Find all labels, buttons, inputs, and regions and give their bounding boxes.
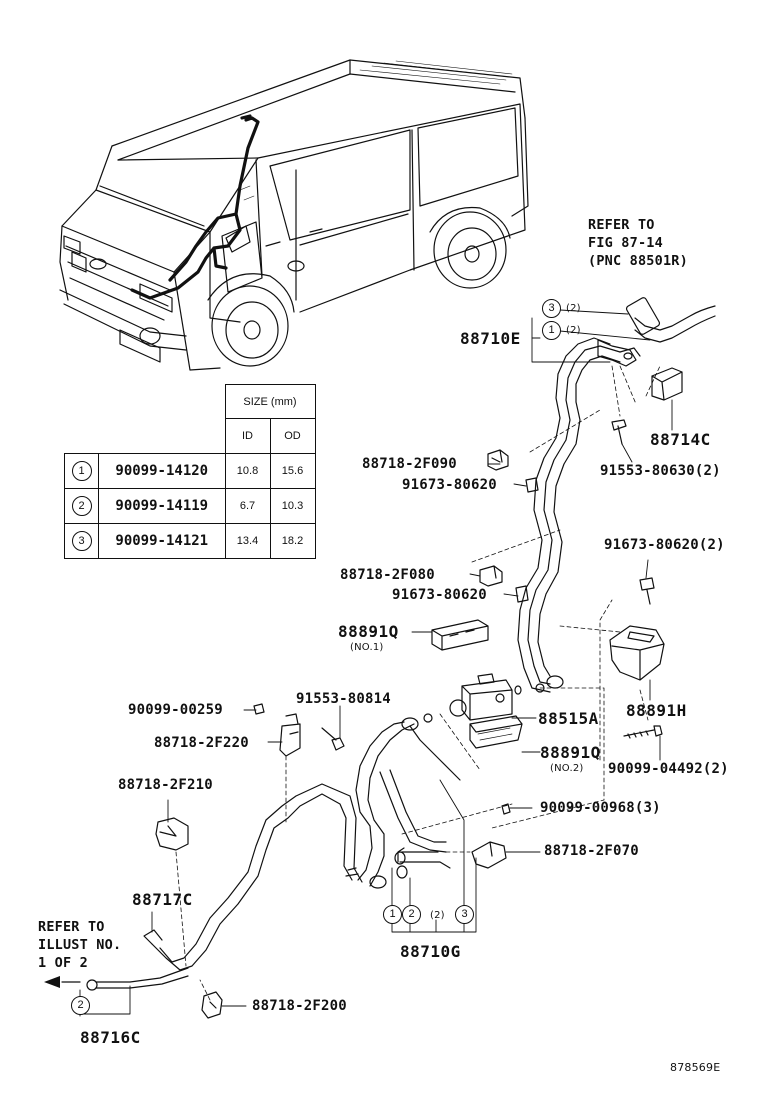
van-ac-pipe (130, 116, 260, 300)
qty-label: (2) (566, 303, 581, 314)
mark-2: 2 (71, 495, 92, 516)
outer-diameter: 10.3 (269, 487, 316, 524)
clamp-88718-2F080 (479, 565, 503, 587)
mark-2-circle: 2 (71, 996, 90, 1015)
part-label-88515A[interactable]: 88515A (538, 709, 599, 728)
part-number: 90099-14120 (98, 452, 226, 489)
part-label-88710G[interactable]: 88710G (400, 942, 461, 961)
refer-fig-note[interactable]: REFER TO FIG 87-14 (PNC 88501R) (588, 217, 688, 269)
part-label-88718-2F220[interactable]: 88718-2F220 (154, 735, 249, 751)
part-label-91553-80630[interactable]: 91553-80630(2) (600, 463, 721, 479)
part-label-91673-80620[interactable]: 91673-80620 (392, 587, 487, 603)
figure-id: 878569E (670, 1061, 721, 1074)
part-label-88717C[interactable]: 88717C (132, 890, 193, 909)
clamp-88718-2F070 (471, 841, 507, 869)
pipe-88710E (517, 297, 716, 693)
table-row: 2 90099-14119 6.7 10.3 (64, 487, 316, 524)
part-label-88891Q-no2[interactable]: 88891Q (540, 743, 601, 762)
clamp-88718-2F090 (487, 449, 509, 471)
hose-support-88714C (651, 367, 683, 401)
id-column-header: ID (224, 418, 271, 454)
table-row: 1 90099-14120 10.8 15.6 (64, 452, 316, 489)
inner-diameter: 13.4 (224, 522, 271, 559)
clamp-88718-2F200 (201, 991, 223, 1019)
part-label-88710E[interactable]: 88710E (460, 329, 521, 348)
mark-3-circle: 3 (542, 299, 561, 318)
bracket-88891Q-1 (431, 619, 489, 651)
mark-2-circle: 2 (402, 905, 421, 924)
outer-diameter: 15.6 (269, 452, 316, 489)
pipe-88710G (355, 713, 461, 889)
no2-note: (NO.2) (550, 763, 584, 774)
part-label-88718-2F200[interactable]: 88718-2F200 (252, 998, 347, 1014)
bracket-88891Q-2 (469, 715, 523, 749)
outer-diameter: 18.2 (269, 522, 316, 559)
part-label-90099-04492[interactable]: 90099-04492(2) (608, 761, 729, 777)
inner-diameter: 10.8 (224, 452, 271, 489)
mark-1: 1 (71, 460, 92, 481)
table-row: 3 90099-14121 13.4 18.2 (64, 522, 316, 559)
part-number: 90099-14121 (98, 522, 226, 559)
clamp-88718-2F210 (155, 817, 189, 851)
mark-3: 3 (71, 530, 92, 551)
refer-illust-note[interactable]: REFER TO ILLUST NO. 1 OF 2 (38, 919, 122, 971)
bracket-88891H (609, 625, 665, 681)
no1-note: (NO.1) (350, 642, 384, 653)
mark-1-circle: 1 (383, 905, 402, 924)
size-table: SIZE (mm) ID OD 1 90099-14120 10.8 15.6 … (64, 384, 316, 559)
part-label-88718-2F070[interactable]: 88718-2F070 (544, 843, 639, 859)
part-label-88714C[interactable]: 88714C (650, 430, 711, 449)
inner-diameter: 6.7 (224, 487, 271, 524)
part-label-88718-2F080[interactable]: 88718-2F080 (340, 567, 435, 583)
part-label-88891Q-no1[interactable]: 88891Q (338, 622, 399, 641)
part-number: 90099-14119 (98, 487, 226, 524)
part-label-88891H[interactable]: 88891H (626, 701, 687, 720)
clamp-88718-2F220 (279, 713, 301, 757)
part-label-88718-2F210[interactable]: 88718-2F210 (118, 777, 213, 793)
qty-label: (2) (430, 910, 445, 921)
part-label-91673-80620[interactable]: 91673-80620 (402, 477, 497, 493)
part-label-88716C[interactable]: 88716C (80, 1028, 141, 1047)
van-illustration (59, 59, 529, 371)
mark-3-circle: 3 (455, 905, 474, 924)
part-label-91673-80620-2[interactable]: 91673-80620(2) (604, 537, 725, 553)
arrow-left-icon (44, 976, 60, 988)
part-label-90099-00968[interactable]: 90099-00968(3) (540, 800, 661, 816)
part-label-91553-80814[interactable]: 91553-80814 (296, 691, 391, 707)
expansion-valve-88515A (461, 679, 513, 721)
part-label-88718-2F090[interactable]: 88718-2F090 (362, 456, 457, 472)
size-header: SIZE (mm) (224, 384, 316, 419)
part-label-90099-00259[interactable]: 90099-00259 (128, 702, 223, 718)
od-column-header: OD (269, 418, 316, 454)
qty-label: (2) (566, 325, 581, 336)
mark-1-circle: 1 (542, 321, 561, 340)
pipe-88717C (86, 783, 363, 991)
